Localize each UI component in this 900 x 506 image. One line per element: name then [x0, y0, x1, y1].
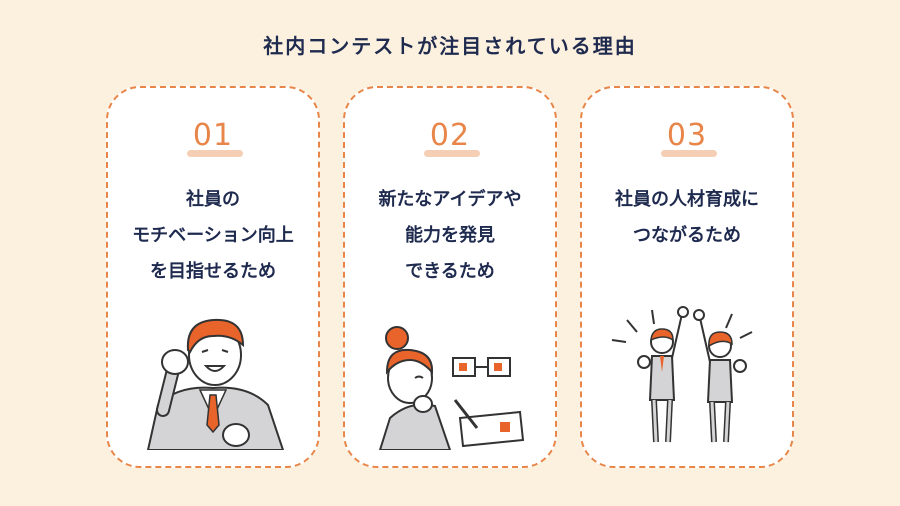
number-underline-brush [661, 150, 717, 157]
reason-line: 能力を発見 [405, 225, 495, 246]
reason-card-2: 02 新たなアイデアや 能力を発見 できるため [343, 86, 557, 468]
page-title: 社内コンテストが注目されている理由 [263, 34, 637, 58]
reason-text: 社員の モチベーション向上 を目指せるため [108, 182, 318, 290]
reason-line: つながるため [633, 225, 741, 246]
reason-number: 03 [666, 118, 708, 153]
reason-line: を目指せるため [150, 261, 276, 282]
reason-text: 社員の人材育成に つながるため [582, 182, 792, 254]
reason-text: 新たなアイデアや 能力を発見 できるため [345, 182, 555, 290]
reason-line: モチベーション向上 [132, 225, 294, 246]
reason-line: 社員の人材育成に [615, 189, 759, 210]
number-underline-brush [424, 150, 480, 157]
reason-card-1: 01 社員の モチベーション向上 を目指せるため [106, 86, 320, 468]
number-underline-brush [187, 150, 243, 157]
reason-line: 社員の [186, 189, 240, 210]
reason-number: 01 [192, 118, 234, 153]
cheering-businessman-illustration [146, 318, 285, 450]
reason-line: 新たなアイデアや [378, 189, 522, 210]
woman-with-idea-chart-illustration [378, 326, 525, 450]
reason-number: 02 [429, 118, 471, 153]
reason-card-3: 03 社員の人材育成に つながるため [580, 86, 794, 468]
two-cheering-employees-illustration [611, 306, 753, 443]
reason-line: できるため [405, 261, 495, 282]
